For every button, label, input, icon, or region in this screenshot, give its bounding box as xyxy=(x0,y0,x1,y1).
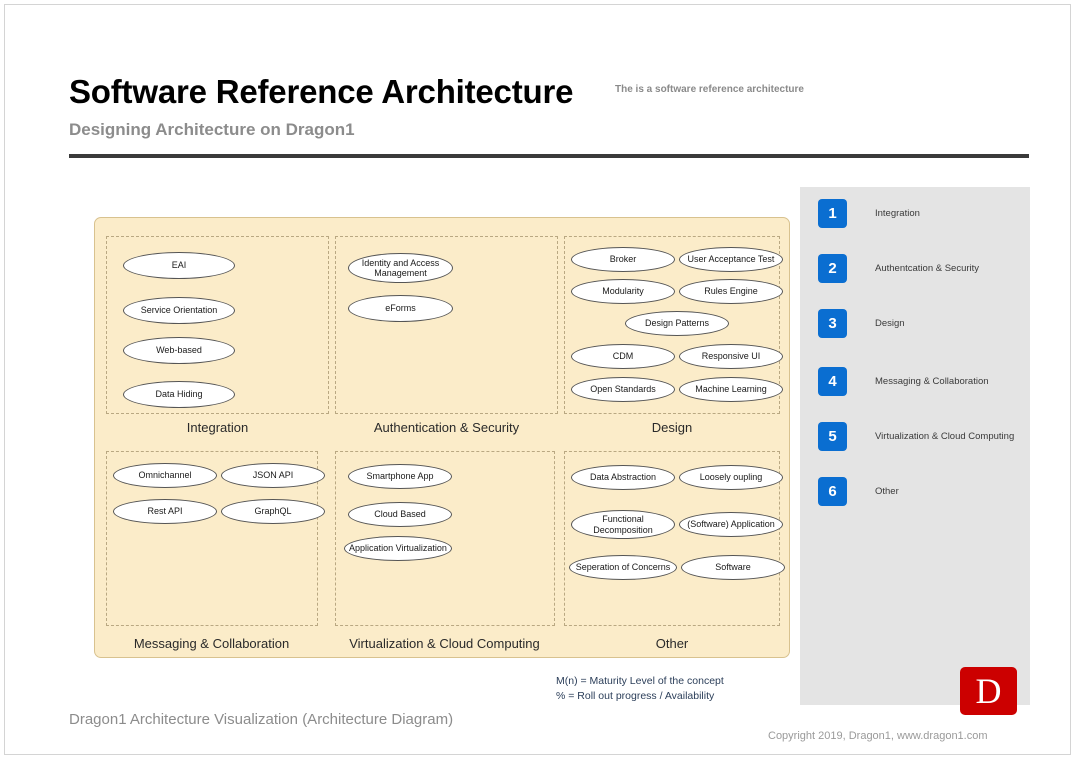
group-label-integration: Integration xyxy=(106,420,329,435)
concept-rules-engine[interactable]: Rules Engine xyxy=(679,279,783,304)
legend-item-3[interactable]: 3 Design xyxy=(818,309,905,338)
concept-software-application[interactable]: (Software) Application xyxy=(679,512,783,537)
concept-identity-and-access-management[interactable]: Identity and Access Management xyxy=(348,253,453,283)
legend-label-2: Authentcation & Security xyxy=(875,263,979,274)
concept-design-patterns[interactable]: Design Patterns xyxy=(625,311,729,336)
footer-copyright: Copyright 2019, Dragon1, www.dragon1.com xyxy=(768,730,988,742)
legend-badge-3: 3 xyxy=(818,309,847,338)
diagram-notes: M(n) = Maturity Level of the concept % =… xyxy=(556,674,724,704)
legend-label-5: Virtualization & Cloud Computing xyxy=(875,431,1014,442)
legend-badge-2: 2 xyxy=(818,254,847,283)
group-box-other[interactable]: Data Abstraction Loosely oupling Functio… xyxy=(564,451,780,626)
footer-caption: Dragon1 Architecture Visualization (Arch… xyxy=(69,711,453,728)
concept-software[interactable]: Software xyxy=(681,555,785,580)
legend-label-3: Design xyxy=(875,318,905,329)
group-label-other: Other xyxy=(564,636,780,651)
group-label-authentication-security: Authentication & Security xyxy=(335,420,558,435)
concept-functional-decomposition[interactable]: Functional Decomposition xyxy=(571,510,675,539)
legend-label-6: Other xyxy=(875,486,899,497)
concept-omnichannel[interactable]: Omnichannel xyxy=(113,463,217,488)
note-maturity-level: M(n) = Maturity Level of the concept xyxy=(556,674,724,689)
dragon1-logo: D xyxy=(960,667,1017,715)
concept-eforms[interactable]: eForms xyxy=(348,295,453,322)
legend-badge-4: 4 xyxy=(818,367,847,396)
header-tagline: The is a software reference architecture xyxy=(615,84,804,95)
concept-web-based[interactable]: Web-based xyxy=(123,337,235,364)
group-box-integration[interactable]: EAI Service Orientation Web-based Data H… xyxy=(106,236,329,414)
concept-rest-api[interactable]: Rest API xyxy=(113,499,217,524)
concept-data-abstraction[interactable]: Data Abstraction xyxy=(571,465,675,490)
legend-label-1: Integration xyxy=(875,208,920,219)
concept-broker[interactable]: Broker xyxy=(571,247,675,272)
concept-cdm[interactable]: CDM xyxy=(571,344,675,369)
group-box-messaging-collaboration[interactable]: Omnichannel JSON API Rest API GraphQL xyxy=(106,451,318,626)
concept-json-api[interactable]: JSON API xyxy=(221,463,325,488)
concept-open-standards[interactable]: Open Standards xyxy=(571,377,675,402)
legend-panel: 1 Integration 2 Authentcation & Security… xyxy=(800,187,1030,705)
concept-application-virtualization[interactable]: Application Virtualization xyxy=(344,536,452,561)
concept-user-acceptance-test[interactable]: User Acceptance Test xyxy=(679,247,783,272)
concept-smartphone-app[interactable]: Smartphone App xyxy=(348,464,452,489)
legend-item-4[interactable]: 4 Messaging & Collaboration xyxy=(818,367,989,396)
concept-eai[interactable]: EAI xyxy=(123,252,235,279)
legend-item-2[interactable]: 2 Authentcation & Security xyxy=(818,254,979,283)
legend-item-5[interactable]: 5 Virtualization & Cloud Computing xyxy=(818,422,1014,451)
page-subtitle: Designing Architecture on Dragon1 xyxy=(69,120,355,140)
group-label-design: Design xyxy=(564,420,780,435)
legend-item-6[interactable]: 6 Other xyxy=(818,477,899,506)
group-box-authentication-security[interactable]: Identity and Access Management eForms xyxy=(335,236,558,414)
legend-label-4: Messaging & Collaboration xyxy=(875,376,989,387)
concept-data-hiding[interactable]: Data Hiding xyxy=(123,381,235,408)
concept-modularity[interactable]: Modularity xyxy=(571,279,675,304)
concept-service-orientation[interactable]: Service Orientation xyxy=(123,297,235,324)
group-label-messaging-collaboration: Messaging & Collaboration xyxy=(100,636,323,651)
legend-badge-5: 5 xyxy=(818,422,847,451)
header-divider xyxy=(69,154,1029,158)
dragon1-logo-letter: D xyxy=(976,673,1002,709)
concept-graphql[interactable]: GraphQL xyxy=(221,499,325,524)
legend-badge-1: 1 xyxy=(818,199,847,228)
legend-item-1[interactable]: 1 Integration xyxy=(818,199,920,228)
architecture-diagram-container: EAI Service Orientation Web-based Data H… xyxy=(94,217,790,658)
page-canvas: Software Reference Architecture The is a… xyxy=(4,4,1071,755)
concept-responsive-ui[interactable]: Responsive UI xyxy=(679,344,783,369)
concept-cloud-based[interactable]: Cloud Based xyxy=(348,502,452,527)
legend-badge-6: 6 xyxy=(818,477,847,506)
group-box-virtualization-cloud-computing[interactable]: Smartphone App Cloud Based Application V… xyxy=(335,451,555,626)
concept-seperation-of-concerns[interactable]: Seperation of Concerns xyxy=(569,555,677,580)
group-box-design[interactable]: Broker User Acceptance Test Modularity R… xyxy=(564,236,780,414)
group-label-virtualization-cloud-computing: Virtualization & Cloud Computing xyxy=(333,636,556,651)
concept-loosely-oupling[interactable]: Loosely oupling xyxy=(679,465,783,490)
page-title: Software Reference Architecture xyxy=(69,73,573,111)
concept-machine-learning[interactable]: Machine Learning xyxy=(679,377,783,402)
note-rollout-progress: % = Roll out progress / Availability xyxy=(556,689,724,704)
